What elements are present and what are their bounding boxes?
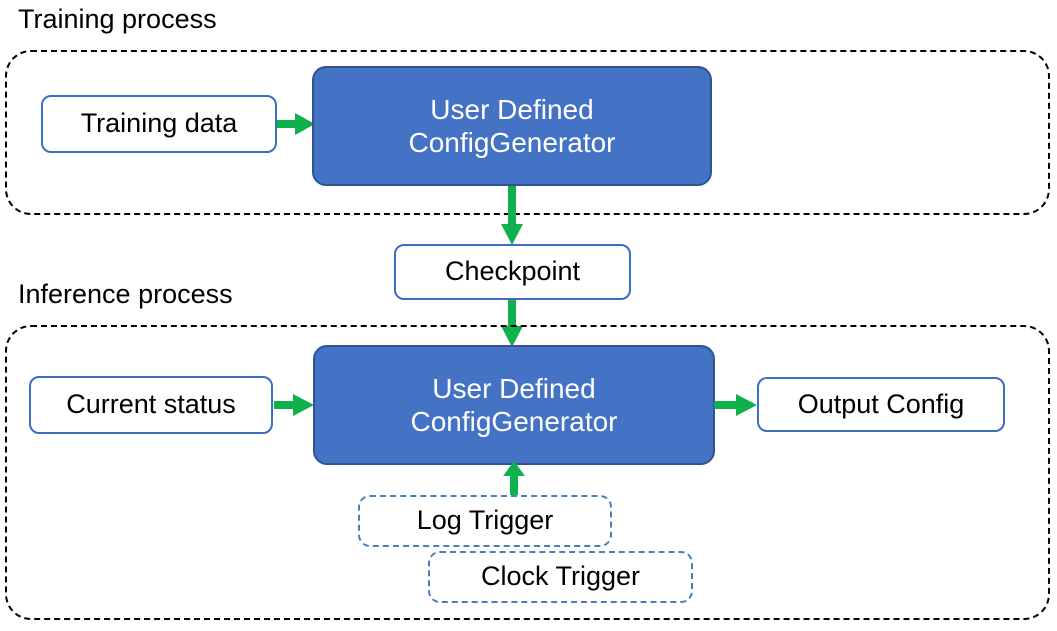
output-config-label: Output Config [797,388,965,419]
log-trigger-label: Log Trigger [416,505,554,536]
inference-generator-line-2: ConfigGenerator [410,406,618,437]
output-config-node[interactable]: Output Config [757,377,1005,432]
training-data-label: Training data [80,108,238,139]
checkpoint-node[interactable]: Checkpoint [394,244,631,300]
clock-trigger-label: Clock Trigger [480,561,641,592]
training-generator-line-2: ConfigGenerator [408,127,616,158]
inference-generator-line-1: User Defined [432,372,596,404]
current-status-label: Current status [66,389,236,420]
inference-process-container [5,325,1050,620]
training-config-generator-node[interactable]: User Defined ConfigGenerator [312,66,712,186]
checkpoint-label: Checkpoint [444,256,581,287]
training-data-node[interactable]: Training data [41,95,277,153]
log-trigger-node[interactable]: Log Trigger [358,495,612,547]
training-generator-line-1: User Defined [430,93,594,125]
clock-trigger-node[interactable]: Clock Trigger [428,551,693,603]
inference-config-generator-node[interactable]: User Defined ConfigGenerator [313,345,715,465]
training-process-label: Training process [18,4,217,34]
training-process-container [5,50,1050,215]
inference-process-label: Inference process [18,279,233,309]
current-status-node[interactable]: Current status [29,376,273,434]
